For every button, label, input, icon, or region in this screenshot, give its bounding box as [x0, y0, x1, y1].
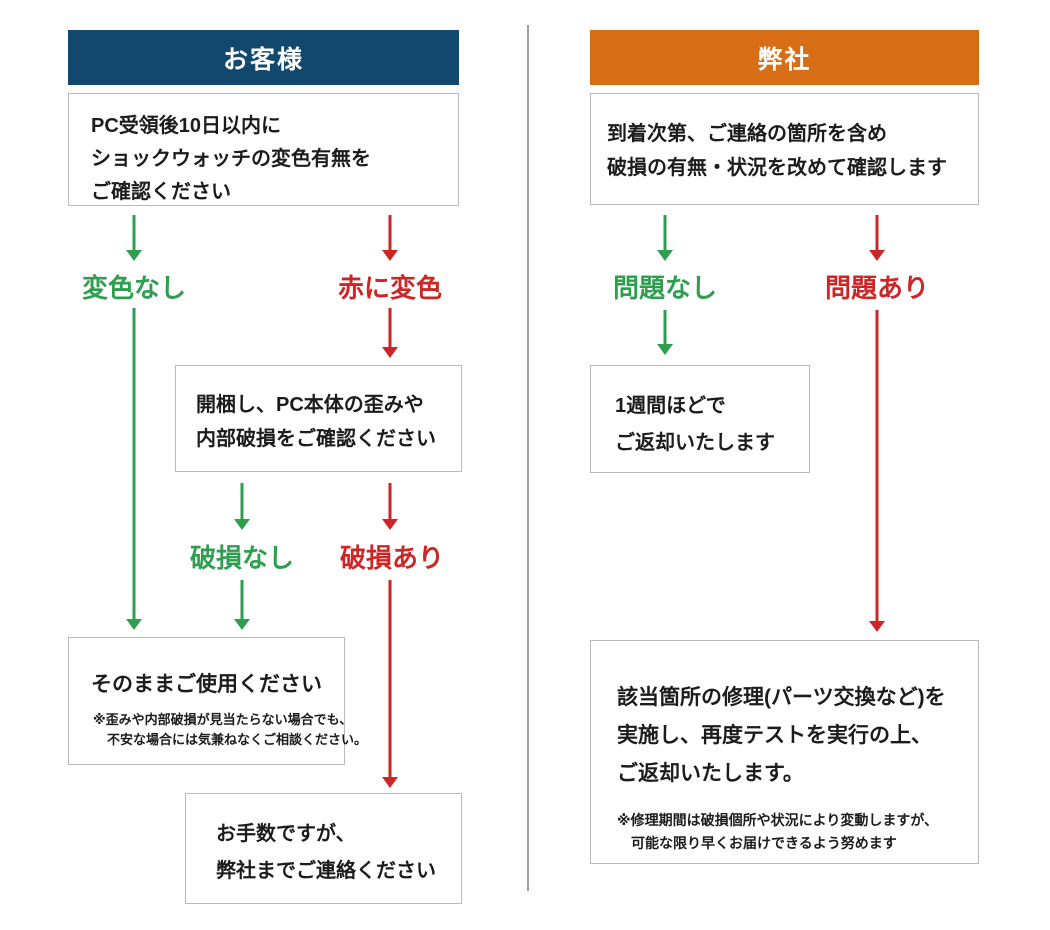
customer-result-ng-box: お手数ですが、 弊社までご連絡ください — [185, 793, 462, 904]
down-arrow-icon — [234, 483, 250, 530]
column-divider — [527, 25, 529, 891]
customer-result-ok-box: そのままご使用ください ※歪みや内部破損が見当たらない場合でも、 不安な場合には… — [68, 637, 368, 765]
step-text-line: 破損の有無・状況を改めて確認します — [607, 157, 947, 179]
company-result-ok-box: 1週間ほどで ご返却いたします — [590, 365, 810, 473]
result-text-line: ご返却いたします — [615, 432, 775, 454]
step-text-line: ショックウォッチの変色有無を — [91, 148, 371, 170]
branch-label-turned-red: 赤に変色 — [337, 273, 443, 303]
branch-label-no-discoloration: 変色なし — [81, 273, 187, 303]
branch-label-damage-found: 破損あり — [339, 543, 445, 573]
customer-column-header: お客様 — [68, 30, 459, 85]
result-title: そのままご使用ください — [91, 673, 322, 696]
step-text-line: 内部破損をご確認ください — [196, 428, 436, 450]
company-step1-box: 到着次第、ご連絡の箇所を含め 破損の有無・状況を改めて確認します — [590, 93, 979, 205]
result-text-line: お手数ですが、 — [216, 823, 356, 845]
down-arrow-icon — [657, 310, 673, 355]
result-note-line: 不安な場合には気兼ねなくご相談ください。 — [107, 732, 368, 747]
branch-label-no-damage: 破損なし — [189, 543, 295, 573]
down-arrow-icon — [382, 308, 398, 358]
result-text-line: ご返却いたします。 — [617, 762, 804, 785]
step-text-line: PC受領後10日以内に — [91, 115, 282, 137]
result-text-line: 弊社までご連絡ください — [216, 860, 436, 882]
down-arrow-icon — [126, 215, 142, 261]
down-arrow-icon — [234, 580, 250, 630]
down-arrow-icon — [869, 310, 885, 632]
customer-step2-box: 開梱し、PC本体の歪みや 内部破損をご確認ください — [175, 365, 462, 472]
result-text-line: 1週間ほどで — [615, 395, 726, 417]
branch-label-no-problem: 問題なし — [612, 273, 718, 303]
branch-label-problem-found: 問題あり — [824, 273, 930, 303]
step-text-line: 開梱し、PC本体の歪みや — [196, 394, 424, 416]
down-arrow-icon — [382, 483, 398, 530]
down-arrow-icon — [869, 215, 885, 261]
company-column-header: 弊社 — [590, 30, 979, 85]
company-result-ng-box: 該当箇所の修理(パーツ交換など)を 実施し、再度テストを実行の上、 ご返却いたし… — [590, 640, 979, 864]
result-note-line: ※修理期間は破損個所や状況により変動しますが、 — [617, 812, 939, 828]
result-note-line: 可能な限り早くお届けできるよう努めます — [631, 835, 897, 851]
down-arrow-icon — [382, 215, 398, 261]
step-text-line: ご確認ください — [91, 181, 231, 203]
result-text-line: 該当箇所の修理(パーツ交換など)を — [617, 686, 946, 709]
customer-step1-box: PC受領後10日以内に ショックウォッチの変色有無を ご確認ください — [68, 93, 459, 206]
result-note-line: ※歪みや内部破損が見当たらない場合でも、 — [93, 712, 353, 727]
result-text-line: 実施し、再度テストを実行の上、 — [617, 724, 932, 747]
down-arrow-icon — [657, 215, 673, 261]
down-arrow-icon — [382, 580, 398, 788]
step-text-line: 到着次第、ご連絡の箇所を含め — [607, 123, 887, 145]
down-arrow-icon — [126, 308, 142, 630]
